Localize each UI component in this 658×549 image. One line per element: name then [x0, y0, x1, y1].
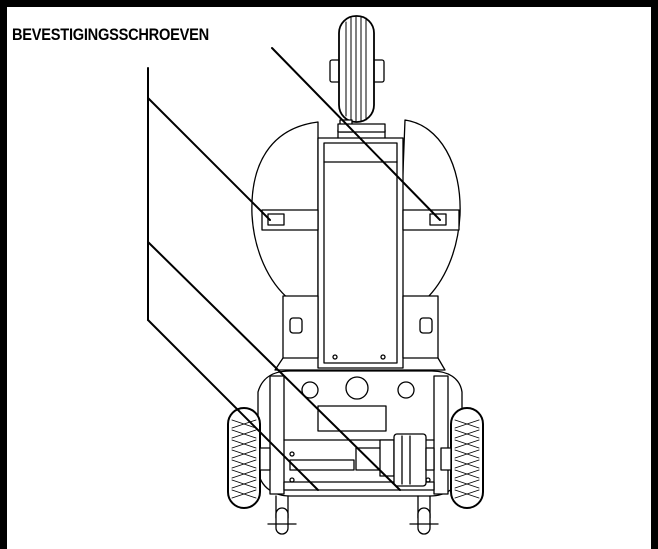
callout-label: BEVESTIGINGSSCHROEVEN: [12, 25, 209, 44]
rear-wheel-right: [440, 407, 484, 509]
front-wheel: [329, 15, 385, 133]
lower-body: [274, 295, 446, 371]
mounting-brackets: [261, 209, 460, 231]
rear-frame: [257, 370, 463, 497]
rear-wheel-left: [227, 407, 271, 509]
callout-leader-lines: [147, 47, 441, 491]
anti-tip-wheels: [267, 495, 439, 535]
center-column: [317, 123, 404, 369]
